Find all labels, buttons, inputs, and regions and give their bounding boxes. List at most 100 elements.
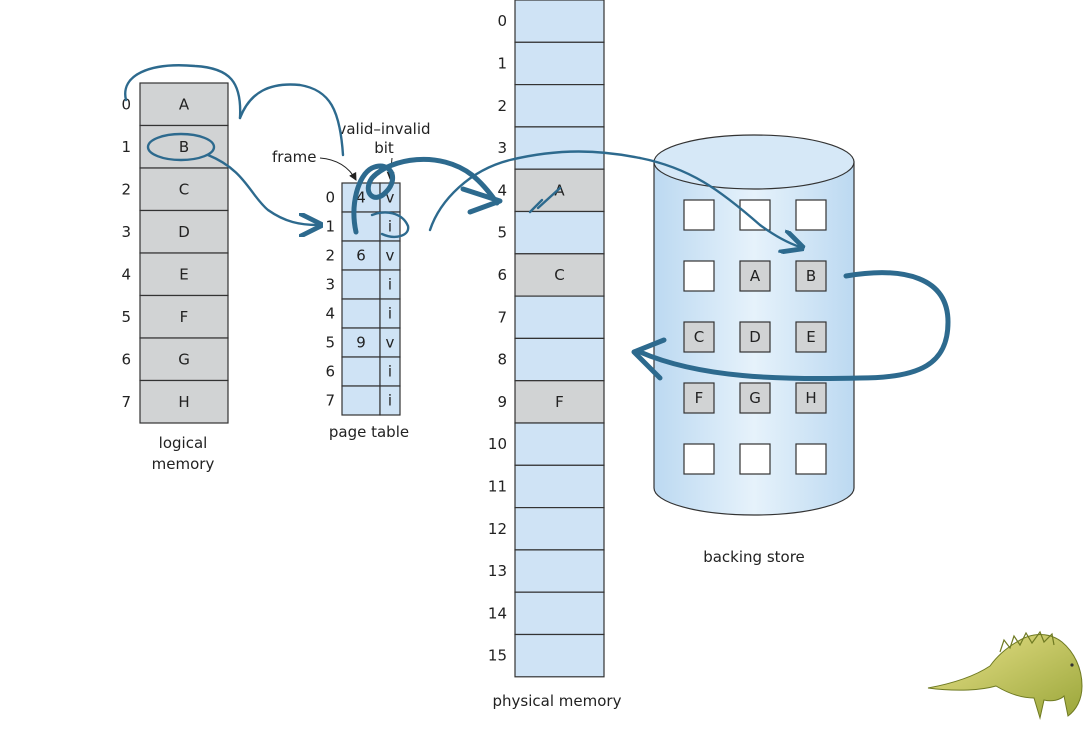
physical-frame-label: C bbox=[554, 266, 564, 284]
physical-frame-cell bbox=[514, 549, 605, 593]
page-table-bit-cell bbox=[379, 385, 401, 416]
backing-store-page bbox=[795, 321, 827, 353]
handwritten-annotations bbox=[124, 64, 951, 382]
physical-memory-caption: physical memory bbox=[493, 692, 622, 710]
physical-frame-label: F bbox=[555, 393, 564, 411]
logical-page-cell bbox=[139, 252, 229, 297]
page-table-bit-value: v bbox=[386, 189, 395, 207]
backing-store-page bbox=[683, 321, 715, 353]
page-table-bit-value: i bbox=[388, 305, 392, 323]
logical-page-cell bbox=[139, 337, 229, 382]
logical-memory-caption-1: logical bbox=[159, 434, 208, 452]
ink-return-arrow bbox=[637, 270, 951, 382]
frame-label: frame bbox=[272, 148, 316, 166]
logical-memory-caption-2: memory bbox=[152, 455, 215, 473]
page-table-index: 5 bbox=[325, 334, 335, 352]
backing-store-page bbox=[795, 260, 827, 292]
backing-store-page bbox=[683, 199, 715, 231]
physical-frame-index: 1 bbox=[497, 54, 507, 72]
backing-store-page-label: F bbox=[695, 389, 704, 407]
page-table-index: 2 bbox=[325, 247, 335, 265]
logical-page-cell bbox=[139, 82, 229, 127]
backing-store-page-label: H bbox=[805, 389, 816, 407]
logical-page-index: 5 bbox=[121, 308, 131, 326]
backing-store-page bbox=[739, 443, 771, 475]
bit-label: bit bbox=[374, 139, 394, 157]
logical-page-cell bbox=[139, 167, 229, 212]
logical-page-index: 7 bbox=[121, 393, 131, 411]
backing-store-page bbox=[795, 382, 827, 414]
page-table-index: 7 bbox=[325, 392, 335, 410]
logical-page-label: C bbox=[179, 180, 189, 198]
page-table-index: 4 bbox=[325, 305, 335, 323]
backing-store-page bbox=[683, 382, 715, 414]
physical-frame-label: A bbox=[554, 181, 565, 199]
page-table-frame-cell bbox=[341, 327, 381, 358]
logical-page-cell bbox=[139, 209, 229, 254]
backing-store-page-label: B bbox=[806, 267, 816, 285]
frame-pointer-arrow bbox=[319, 157, 357, 181]
logical-page-index: 1 bbox=[121, 138, 131, 156]
page-table-bit-value: i bbox=[388, 276, 392, 294]
physical-frame-index: 2 bbox=[497, 97, 507, 115]
physical-frame-index: 7 bbox=[497, 308, 507, 326]
backing-store-page bbox=[739, 321, 771, 353]
page-table-index: 6 bbox=[325, 363, 335, 381]
backing-store-page-label: A bbox=[750, 267, 761, 285]
physical-frame-cell bbox=[514, 41, 605, 86]
physical-frame-cell bbox=[514, 380, 605, 424]
physical-frame-index: 3 bbox=[497, 139, 507, 157]
logical-page-label: D bbox=[178, 223, 190, 241]
ink-check-A bbox=[528, 186, 562, 214]
physical-frame-cell bbox=[514, 0, 605, 43]
physical-frame-index: 0 bbox=[497, 12, 507, 30]
logical-page-index: 3 bbox=[121, 223, 131, 241]
page-table-index: 0 bbox=[325, 189, 335, 207]
page-table-bit-value: i bbox=[388, 392, 392, 410]
logical-page-index: 0 bbox=[121, 95, 131, 113]
backing-store-page-label: G bbox=[749, 389, 761, 407]
cylinder-top bbox=[653, 134, 855, 190]
logical-page-label: B bbox=[179, 138, 189, 156]
physical-frame-cell bbox=[514, 633, 605, 678]
ink-thick-arrowhead bbox=[460, 186, 503, 215]
backing-store-page bbox=[683, 260, 715, 292]
physical-frame-cell bbox=[514, 126, 605, 170]
page-table-frame-value: 9 bbox=[356, 334, 366, 352]
logical-page-label: A bbox=[179, 95, 190, 113]
physical-frame-cell bbox=[514, 464, 605, 509]
physical-frame-cell bbox=[514, 337, 605, 382]
physical-frame-cell bbox=[514, 253, 605, 297]
backing-store-page-label: E bbox=[806, 328, 815, 346]
backing-store-page-label: C bbox=[694, 328, 704, 346]
page-table-frame-cell bbox=[341, 211, 381, 242]
page-table-frame-cell bbox=[341, 356, 381, 387]
page-table-frame-cell bbox=[341, 269, 381, 300]
backing-store-page bbox=[739, 260, 771, 292]
ink-circle-B bbox=[146, 132, 216, 162]
physical-frame-index: 6 bbox=[497, 266, 507, 284]
ink-thick-loop bbox=[351, 156, 500, 235]
ink-loop-page0 bbox=[124, 64, 242, 120]
backing-store-page bbox=[739, 382, 771, 414]
backing-store-page bbox=[795, 199, 827, 231]
backing-store-caption: backing store bbox=[703, 548, 805, 566]
physical-frame-index: 11 bbox=[488, 477, 507, 495]
logical-page-label: E bbox=[179, 265, 188, 283]
page-table-caption: page table bbox=[329, 423, 409, 441]
physical-frame-index: 10 bbox=[488, 435, 507, 453]
physical-frame-cell bbox=[514, 422, 605, 466]
logical-page-cell bbox=[139, 379, 229, 424]
backing-store-page bbox=[739, 199, 771, 231]
physical-frame-index: 4 bbox=[497, 181, 507, 199]
page-table-frame-cell bbox=[341, 385, 381, 416]
page-table-bit-value: i bbox=[388, 363, 392, 381]
logical-page-index: 2 bbox=[121, 180, 131, 198]
ink-B-to-table-row1 bbox=[206, 153, 318, 225]
physical-frame-index: 9 bbox=[497, 393, 507, 411]
physical-frame-cell bbox=[514, 507, 605, 551]
page-table-frame-value: 4 bbox=[356, 189, 366, 207]
logical-page-label: G bbox=[178, 350, 190, 368]
